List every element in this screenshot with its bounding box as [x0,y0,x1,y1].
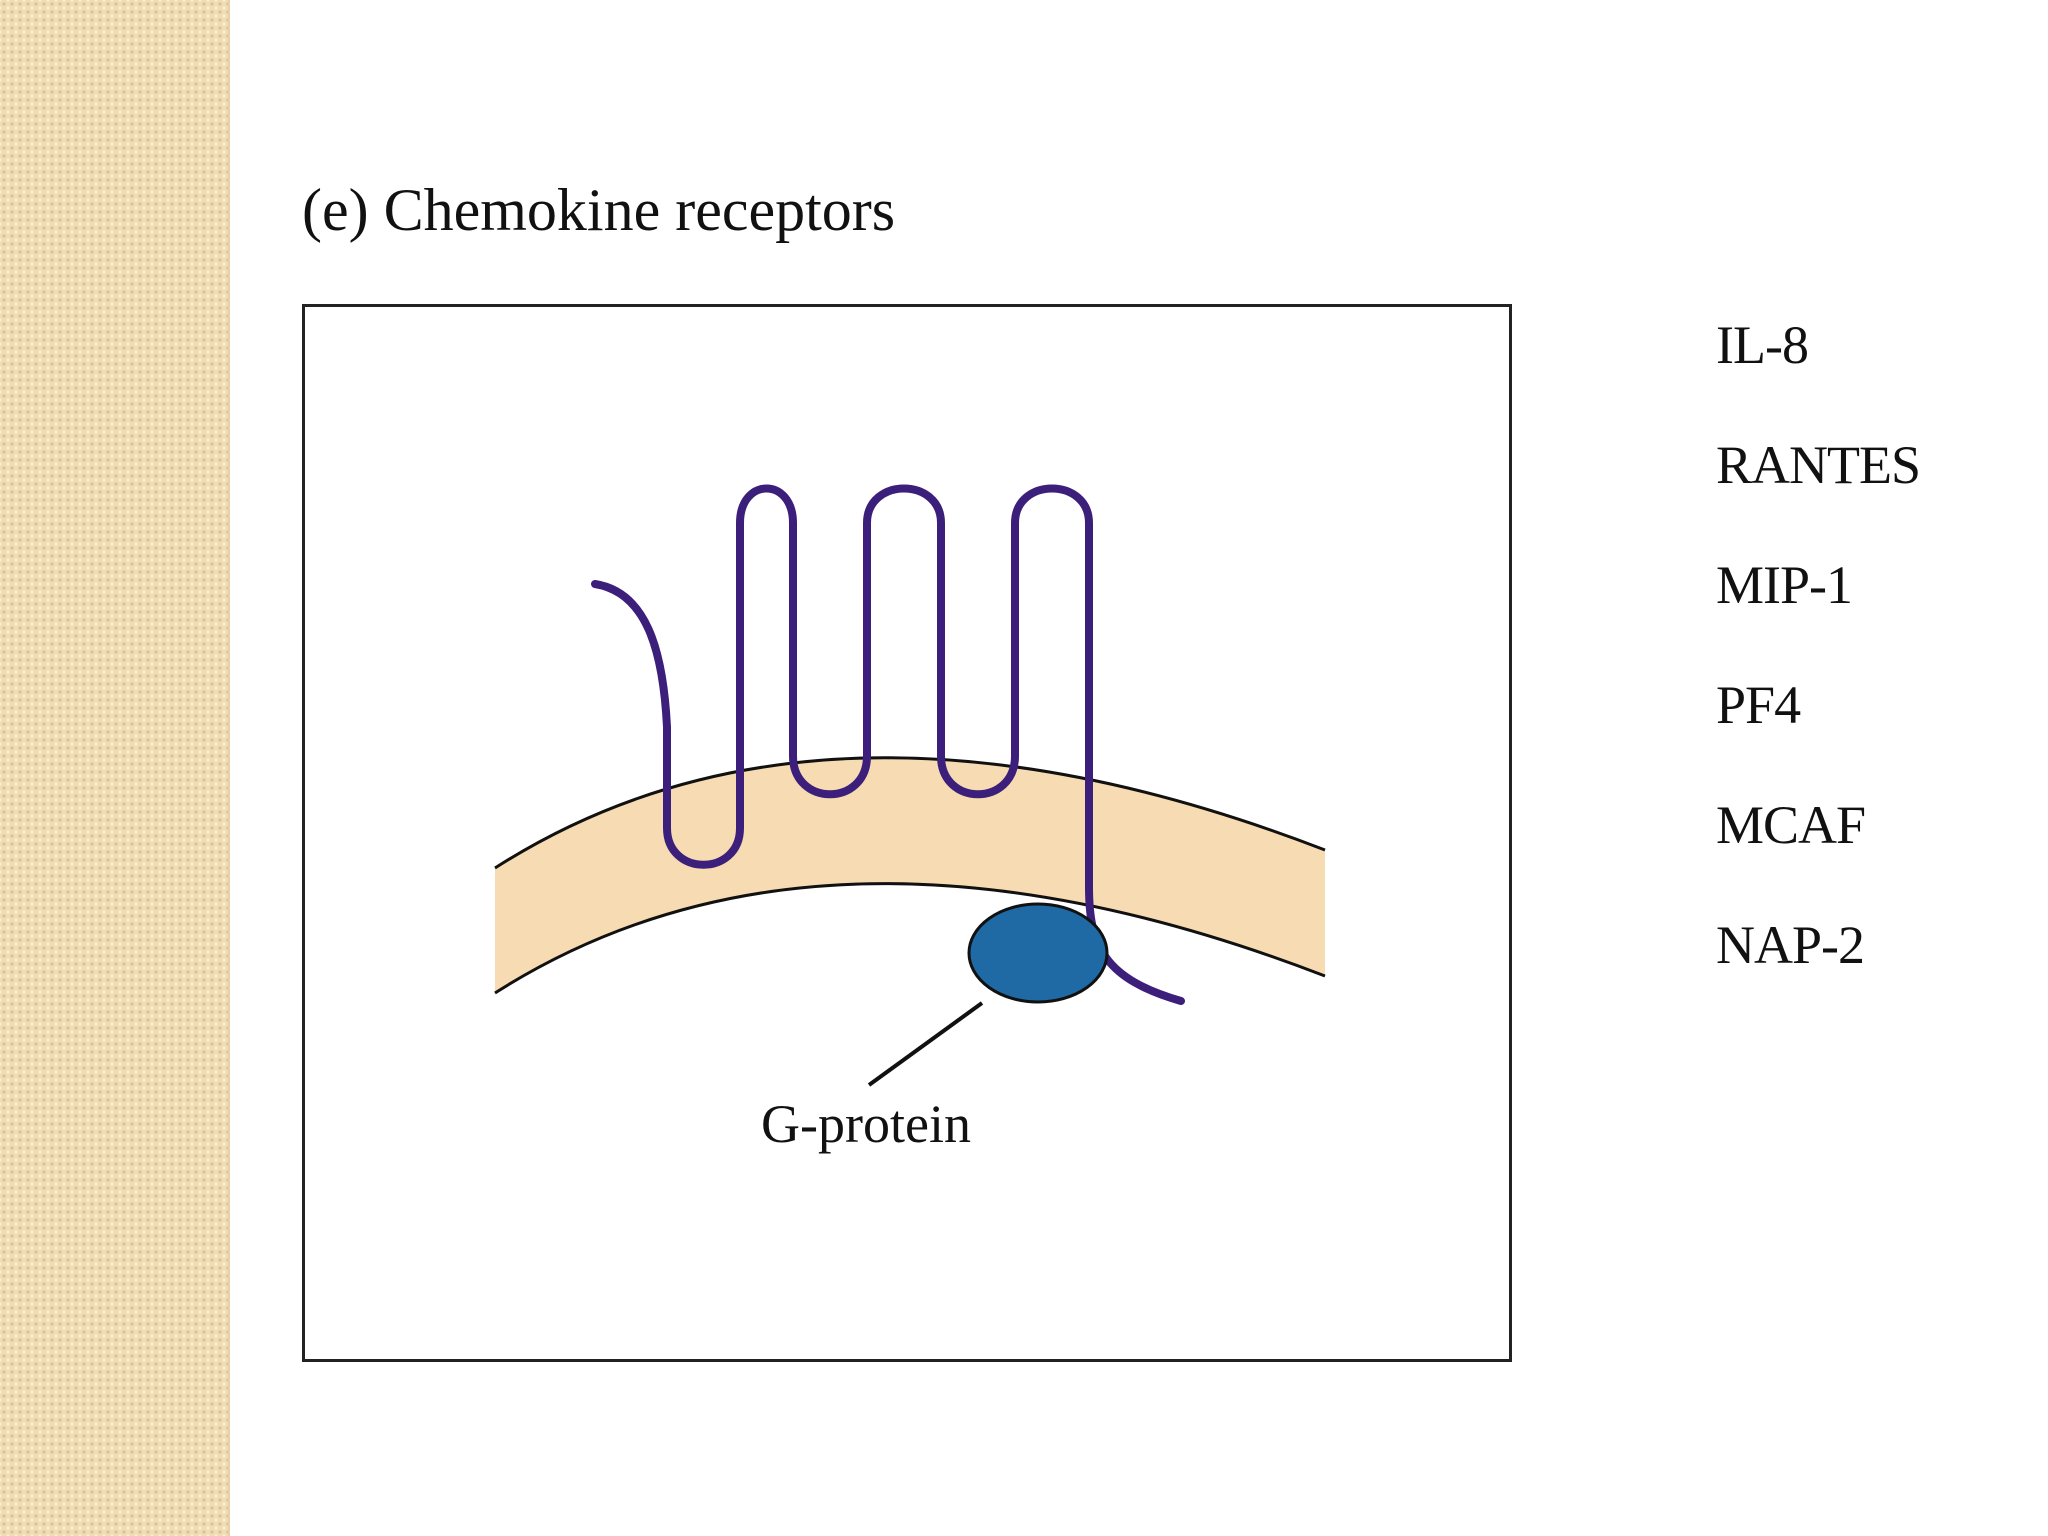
receptor-diagram: G-protein [494,484,1326,1154]
cell-membrane [495,757,1325,993]
receptor-figure: G-protein [302,304,1512,1362]
g-protein-leader-line [867,1001,984,1087]
g-protein-shape [967,902,1109,1004]
ligand-item: PF4 [1716,675,1801,735]
ligand-item: RANTES [1716,435,1921,495]
chemokine-ligand-list: IL-8 RANTES MIP-1 PF4 MCAF NAP-2 [1716,315,1921,1038]
ligand-item: MIP-1 [1716,555,1853,615]
receptor-chain [591,484,1185,1005]
ligand-item: MCAF [1716,795,1866,855]
g-protein-label: G-protein [761,1094,971,1154]
membrane-inner-edge [494,882,1326,995]
slide-title: (e) Chemokine receptors [302,177,896,243]
ligand-item: NAP-2 [1716,915,1865,975]
decorative-side-stripe [0,0,230,1536]
ligand-item: IL-8 [1716,315,1809,375]
